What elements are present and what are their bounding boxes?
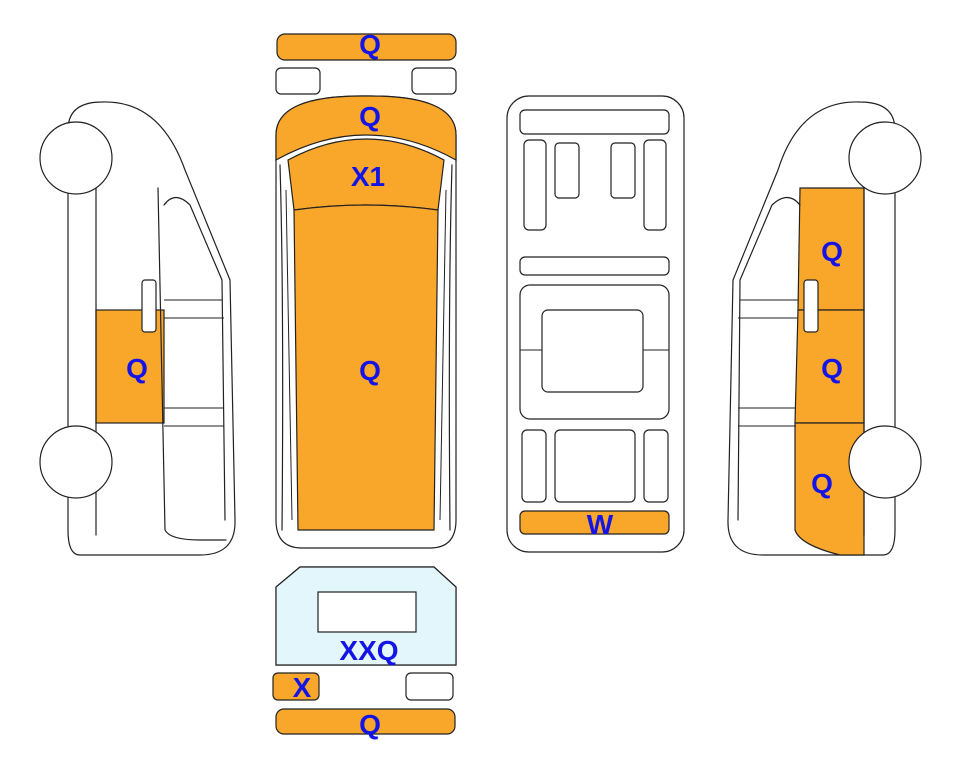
left-sill-line: [279, 164, 284, 531]
rear-step-panel[interactable]: [519, 510, 670, 535]
right-front-wheel: [848, 121, 922, 195]
interior-cargo-floor: [541, 309, 644, 393]
left-side-window: [163, 196, 226, 521]
interior-seat-3: [610, 142, 636, 199]
front-bumper-panel[interactable]: [276, 33, 457, 61]
interior-top-view: [506, 95, 685, 553]
label-windshield: X1: [351, 161, 385, 192]
right-rear-wheel: [848, 425, 922, 499]
interior-divider: [519, 256, 670, 276]
label-right-front-door: Q: [821, 236, 843, 267]
rear-right-lamp: [405, 672, 454, 701]
left-front-wheel: [39, 121, 113, 195]
rear-window-cutout: [317, 591, 417, 633]
interior-rear-seat-2: [554, 429, 636, 503]
right-side-rails: [738, 299, 798, 427]
top-view-front: [275, 33, 457, 549]
interior-rear-seat-1: [521, 429, 547, 503]
label-right-rear-door: Q: [821, 353, 843, 384]
label-hood: Q: [359, 101, 381, 132]
label-front-bumper: Q: [359, 29, 381, 60]
left-door-handle: [141, 279, 157, 333]
label-rear-left-lamp: X: [293, 672, 312, 703]
label-roof: Q: [359, 355, 381, 386]
right-headlight: [411, 67, 457, 95]
left-rear-wheel: [39, 425, 113, 499]
rear-view: [272, 566, 457, 735]
damage-labels: Q Q X1 Q W XXQ X Q Q Q Q Q: [126, 29, 843, 740]
right-rear-quarter-panel[interactable]: [794, 422, 865, 556]
roof-panel[interactable]: [293, 204, 439, 531]
rear-left-lamp-panel[interactable]: [272, 672, 320, 701]
right-side-window: [737, 196, 801, 521]
interior-rear-seat-3: [643, 429, 669, 503]
label-rear-bumper: Q: [359, 709, 381, 740]
interior-dash: [519, 109, 670, 135]
label-rear-glass: XXQ: [339, 635, 398, 666]
right-side-view: [727, 101, 922, 556]
label-right-rear-quarter: Q: [811, 468, 833, 499]
right-inner-line: [439, 189, 447, 521]
rear-bumper-panel[interactable]: [275, 708, 456, 735]
hood-panel[interactable]: [275, 95, 457, 162]
label-rear-step: W: [587, 509, 614, 540]
label-left-door: Q: [126, 353, 148, 384]
left-inner-line: [285, 189, 293, 521]
interior-seat-1: [523, 139, 547, 231]
interior-seat-2: [554, 142, 580, 199]
left-side-view: [39, 101, 236, 556]
interior-seat-4: [643, 139, 667, 231]
right-sill-line: [448, 164, 453, 531]
left-side-rails: [164, 299, 224, 427]
left-headlight: [275, 67, 321, 95]
right-door-handle: [803, 279, 819, 333]
left-side-pillar: [157, 187, 227, 541]
